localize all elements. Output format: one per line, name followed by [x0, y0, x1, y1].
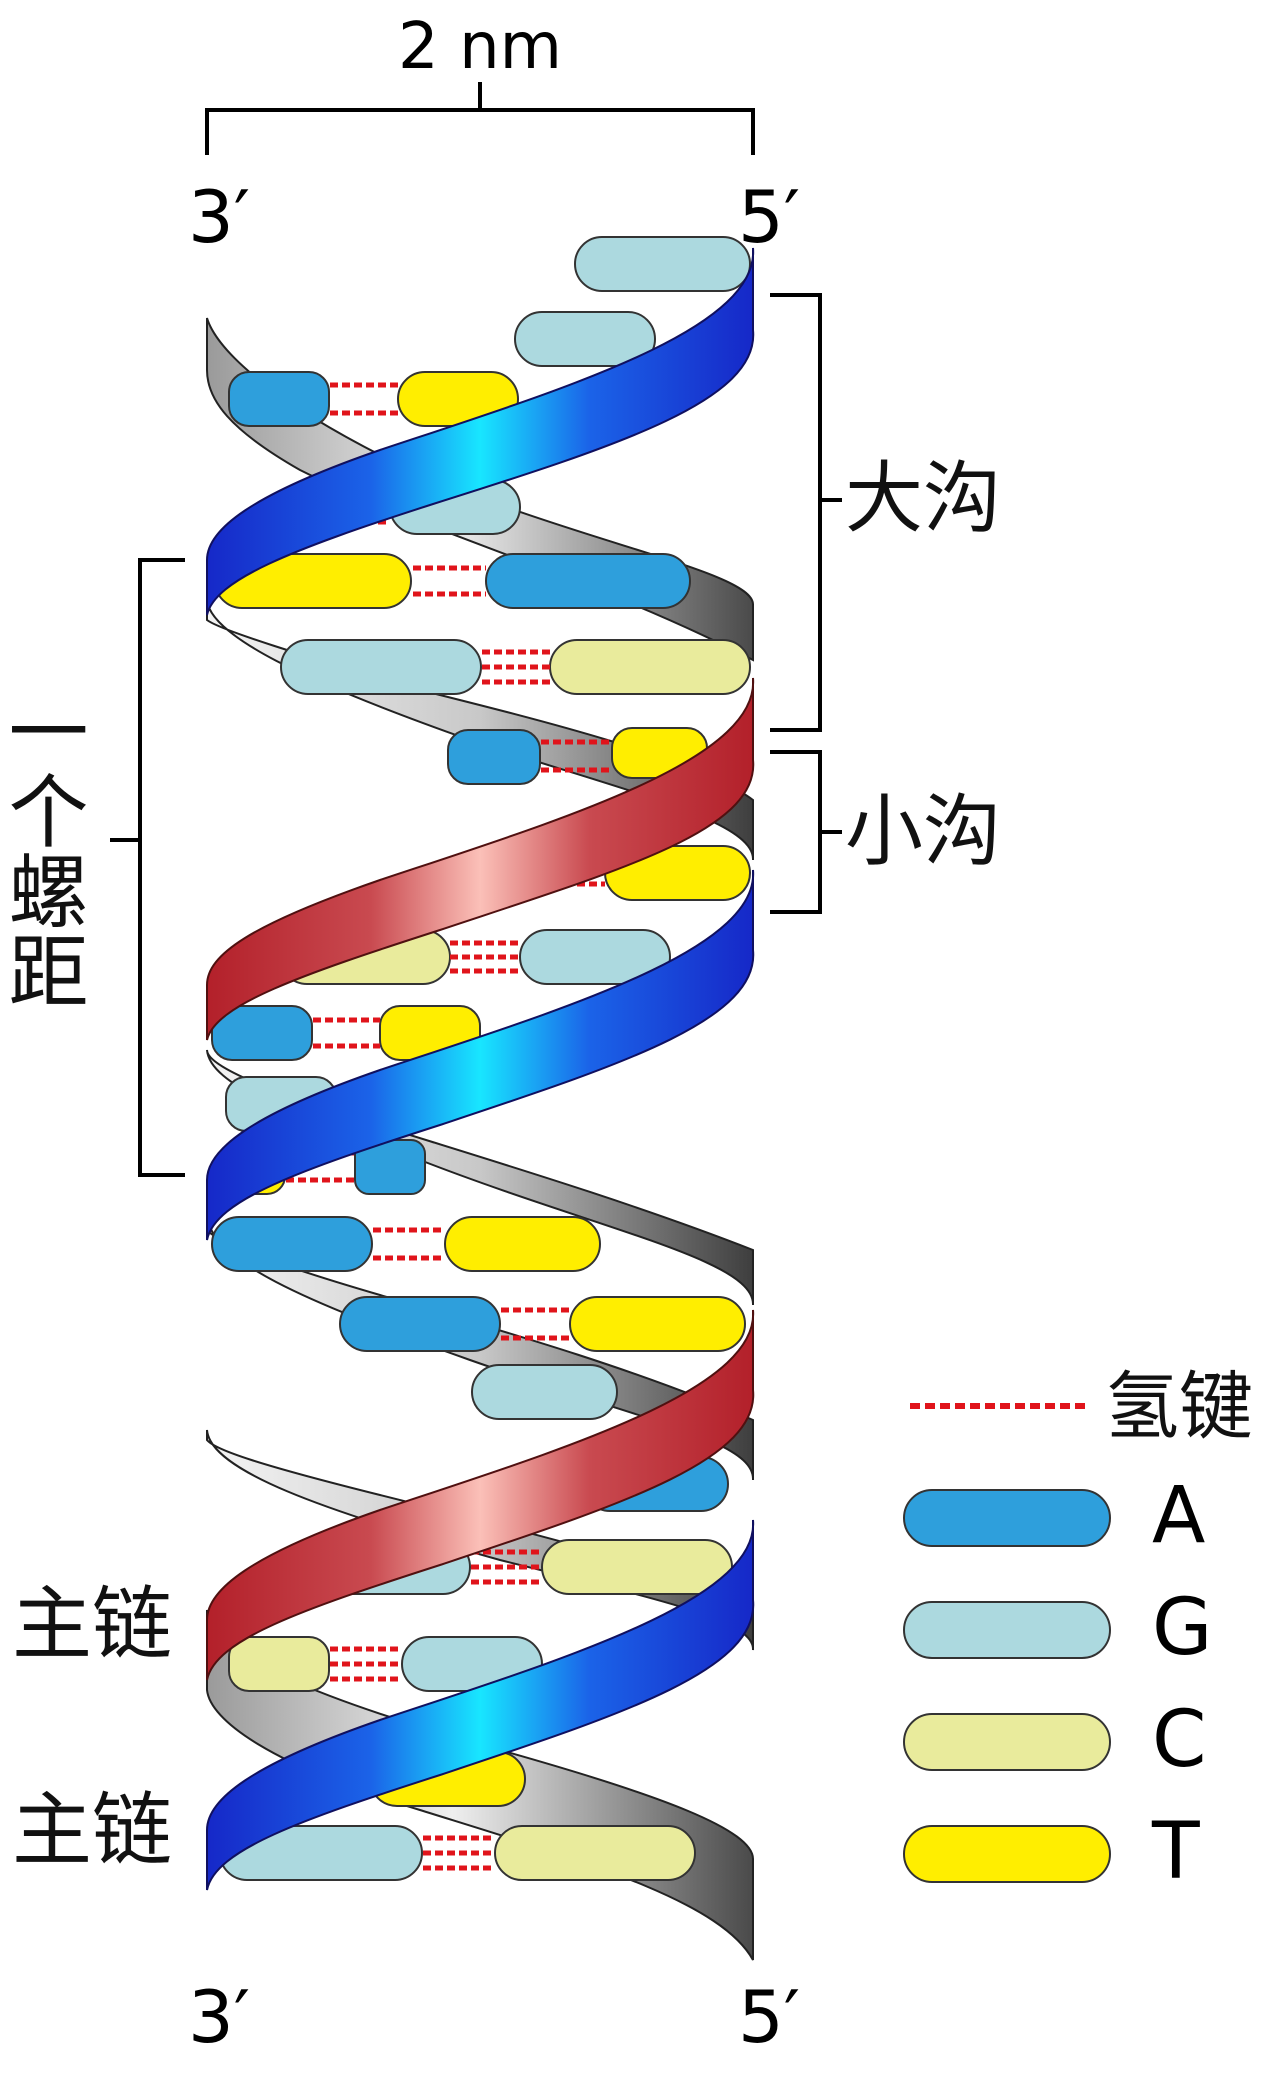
base-g	[519, 929, 671, 985]
base-c	[541, 1539, 733, 1595]
strand-end-top-right: 5′	[738, 175, 800, 259]
base-g	[514, 311, 656, 367]
base-a	[447, 729, 541, 785]
hydrogen-bond-legend-label: 氢键	[1105, 1364, 1253, 1450]
legend-label-a: A	[1152, 1471, 1205, 1561]
legend-label-c: C	[1152, 1695, 1206, 1785]
base-c	[228, 1636, 330, 1692]
hydrogen-bond	[313, 1017, 380, 1049]
major-groove-label: 大沟	[845, 454, 1001, 544]
hydrogen-bond	[330, 1646, 402, 1682]
base-g	[471, 1364, 618, 1420]
hydrogen-bond	[423, 1835, 495, 1871]
backbone-label-1: 主链	[12, 1578, 172, 1671]
front-strands	[206, 247, 755, 1891]
backbone-ribbon-red	[206, 1309, 755, 1681]
base-a	[228, 371, 330, 427]
hydrogen-bond	[450, 940, 520, 974]
legend-swatch-g	[903, 1601, 1111, 1659]
legend-label-t: T	[1151, 1807, 1200, 1897]
width-label: 2 nm	[398, 10, 562, 84]
base-t	[569, 1296, 746, 1352]
minor-groove-bracket	[770, 750, 842, 914]
base-c	[494, 1825, 696, 1881]
legend-swatch-a	[903, 1489, 1111, 1547]
hydrogen-bond	[330, 382, 398, 416]
major-groove-bracket	[770, 293, 842, 732]
minor-groove-label: 小沟	[845, 787, 1001, 877]
base-g	[280, 639, 482, 695]
hydrogen-bond	[482, 649, 550, 685]
strand-end-top-left: 3′	[188, 175, 250, 259]
base-a	[485, 553, 691, 609]
hydrogen-bond	[413, 565, 486, 597]
strand-end-bottom-left: 3′	[188, 1975, 250, 2059]
backbone-ribbon-blue	[206, 247, 755, 616]
base-a	[211, 1216, 373, 1272]
base-a	[211, 1005, 313, 1061]
base-c	[549, 639, 751, 695]
backbone-ribbon-red	[206, 677, 755, 1041]
hydrogen-bond	[373, 1227, 445, 1261]
backbone-ribbon-blue	[206, 1519, 755, 1891]
base-g	[574, 236, 751, 292]
pitch-bracket	[110, 558, 185, 1177]
pitch-label: 一个螺距	[0, 690, 89, 1010]
legend-label-g: G	[1152, 1583, 1212, 1673]
width-bracket: 2 nm	[205, 10, 755, 155]
backbone-ribbon-blue	[206, 869, 755, 1241]
strand-end-bottom-right: 5′	[738, 1975, 800, 2059]
backbone-label-2: 主链	[12, 1784, 172, 1877]
legend-swatch-c	[903, 1713, 1111, 1771]
base-a	[339, 1296, 501, 1352]
base-t	[444, 1216, 601, 1272]
legend-swatch-t	[903, 1825, 1111, 1883]
